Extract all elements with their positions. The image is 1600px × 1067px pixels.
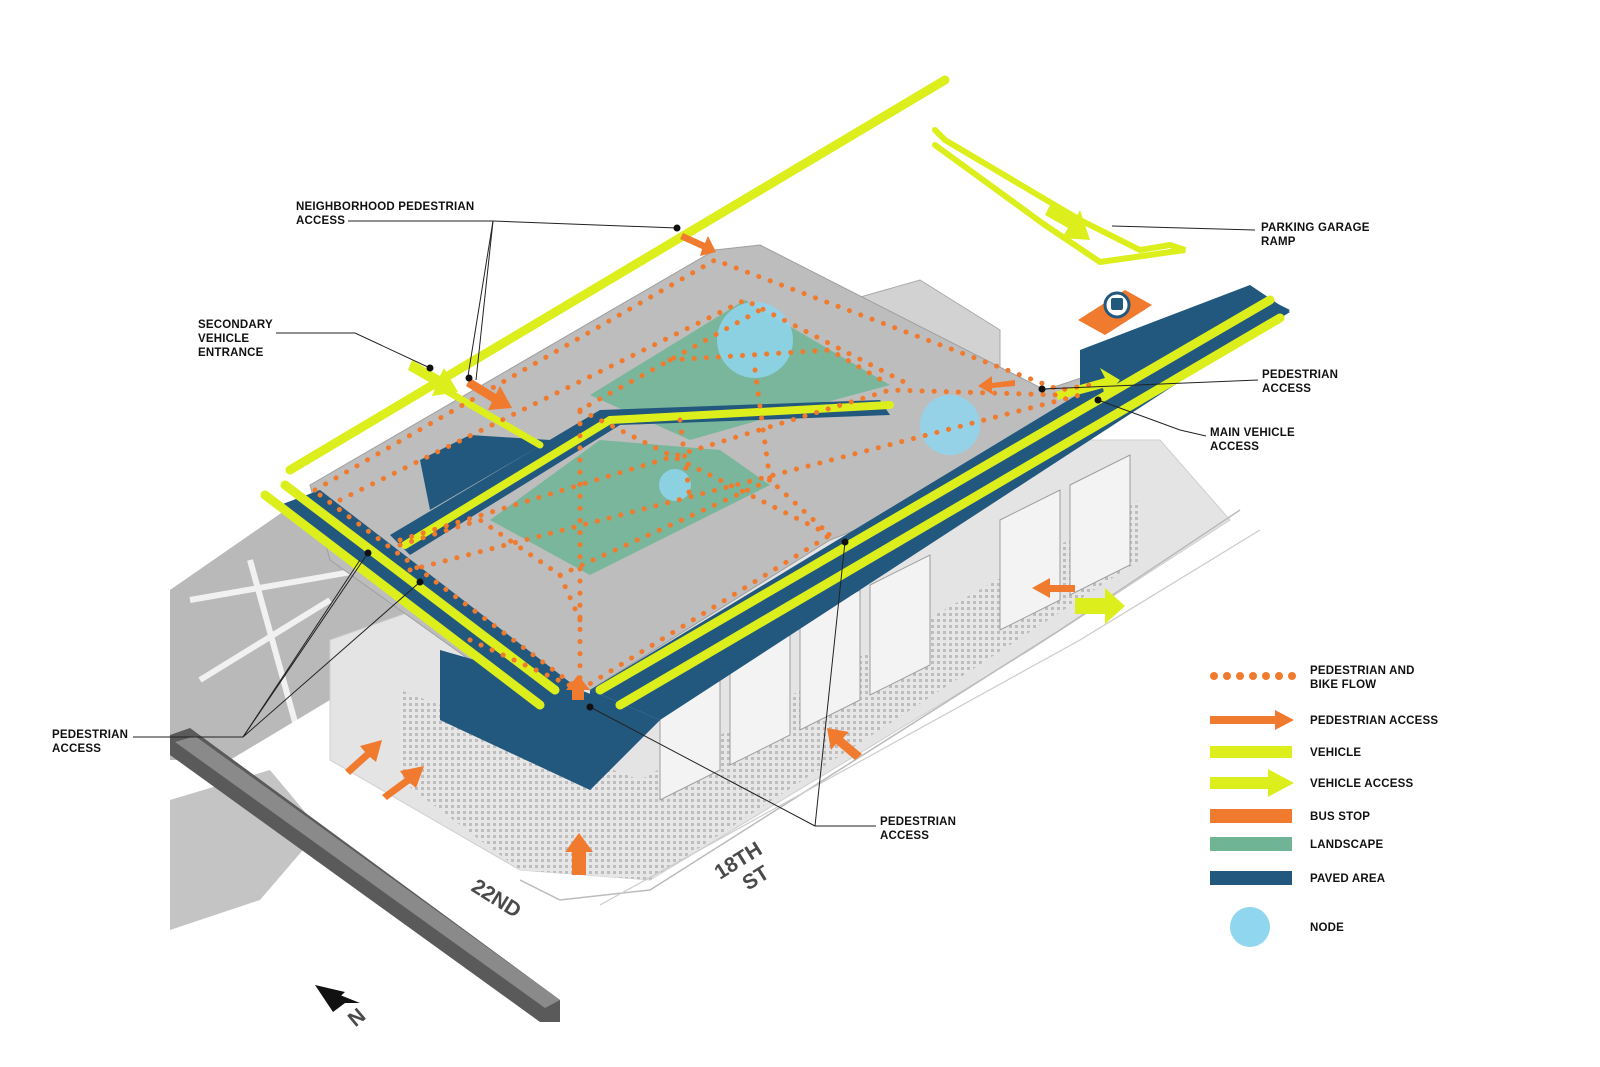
ped-access-arrow-sw-1 [345, 740, 382, 775]
paved-upper-left [420, 435, 550, 510]
vehicle-lane-center-2 [606, 401, 894, 424]
vehicle-lane-west-1 [260, 490, 545, 710]
callout-ped-access-bottom-label: PEDESTRIAN ACCESS [880, 816, 960, 842]
paved-corner [440, 650, 660, 790]
dotted-line-icon [1210, 672, 1296, 680]
node-circle-east [920, 395, 980, 455]
ped-access-arrow-east-side [1032, 578, 1075, 598]
yellow-arrow-icon [1210, 769, 1294, 797]
ped-flow-cross-1 [397, 387, 1063, 543]
vehicle-lane-upper-left [441, 386, 544, 449]
bus-stop [1078, 290, 1152, 335]
legend-label-paved: PAVED AREA [1310, 873, 1385, 885]
sidewalk-edge [519, 509, 1241, 901]
vehicle-access-arrow-secondary [408, 360, 458, 396]
blue-bar-icon [1210, 871, 1292, 885]
callout-parking-ramp: PARKING GARAGE RAMP [1111, 222, 1373, 248]
callout-main-vehicle-label: MAIN VEHICLE ACCESS [1210, 427, 1298, 453]
paved-areas [280, 285, 1290, 790]
green-bar-icon [1210, 837, 1292, 851]
callout-ped-access-right-label: PEDESTRIAN ACCESS [1262, 369, 1342, 395]
ped-flow-diagonal-1 [577, 407, 833, 538]
ped-flow-spine [577, 307, 763, 693]
legend-label-vehicle: VEHICLE [1310, 747, 1361, 759]
ped-access-arrow-corner [566, 675, 590, 700]
callout-ped-access-right: PEDESTRIAN ACCESS [1038, 369, 1342, 395]
legend-item-node: NODE [1230, 907, 1344, 947]
legend-item-landscape: LANDSCAPE [1210, 837, 1383, 851]
vehicle-lanes [260, 75, 1285, 710]
ped-flow-interior-1 [667, 347, 893, 388]
vehicle-lane-east-2 [615, 313, 1285, 710]
paved-west-road [280, 490, 580, 715]
legend-item-ped_access: PEDESTRIAN ACCESS [1210, 710, 1438, 730]
orange-bar-icon [1210, 809, 1292, 823]
legend-item-vehicle_access: VEHICLE ACCESS [1210, 769, 1413, 797]
legend-label-landscape: LANDSCAPE [1310, 839, 1383, 851]
callout-ped-access-left-label: PEDESTRIAN ACCESS [52, 729, 132, 755]
ped-access-arrow-se [827, 728, 862, 760]
landscape-area-south [490, 440, 770, 575]
ped-flow-interior-3 [677, 417, 693, 503]
vehicle-access-arrow-ramp [1045, 205, 1090, 240]
vehicle-lane-center-1 [401, 416, 614, 549]
vehicle-access-arrow-east [1075, 588, 1125, 624]
sidewalk-edge-2 [599, 529, 1261, 906]
north-arrow: N [315, 985, 370, 1031]
ped-flow-interior-2 [557, 477, 773, 578]
building-row [659, 454, 1131, 801]
parking-ramp-lane [932, 127, 1186, 266]
ped-access-arrow-sw-2 [382, 766, 424, 800]
ped-flow-west-loop [397, 517, 583, 623]
north-arrow-label: N [344, 1004, 370, 1031]
callout-ped-access-bottom: PEDESTRIAN ACCESS [586, 538, 960, 842]
legend-item-paved: PAVED AREA [1210, 871, 1385, 885]
vehicle-lane-west-2 [280, 480, 560, 695]
callout-secondary-vehicle-label: SECONDARY VEHICLE ENTRANCE [198, 319, 276, 359]
legend-label-vehicle_access: VEHICLE ACCESS [1310, 778, 1413, 790]
callout-parking-ramp-label: PARKING GARAGE RAMP [1261, 222, 1373, 248]
callout-secondary-vehicle: SECONDARY VEHICLE ENTRANCE [198, 319, 434, 372]
pedestrian-access-arrows [345, 233, 1075, 875]
ped-access-arrow-south [565, 833, 593, 875]
street-label-22nd: 22ND [467, 875, 525, 923]
vehicle-lane-east-1 [595, 295, 1275, 695]
ped-access-arrow-north [680, 233, 716, 256]
vehicle-lane-north-1 [285, 75, 950, 475]
callout-ped-access-left: PEDESTRIAN ACCESS [52, 549, 424, 755]
callout-neighborhood-ped: NEIGHBORHOOD PEDESTRIAN ACCESS [296, 201, 681, 382]
legend-label-ped_access: PEDESTRIAN ACCESS [1310, 715, 1438, 727]
legend-label-bus_stop: BUS STOP [1310, 811, 1370, 823]
ped-access-arrow-east [978, 376, 1015, 394]
callout-neighborhood-ped-label: NEIGHBORHOOD PEDESTRIAN ACCESS [296, 201, 478, 227]
legend-item-bus_stop: BUS STOP [1210, 809, 1370, 823]
legend-item-vehicle: VEHICLE [1210, 746, 1361, 759]
yellow-bar-icon [1210, 746, 1292, 758]
ped-flow-interior-4 [752, 367, 833, 538]
podium-front-face [400, 690, 650, 880]
rail-strip-top [175, 736, 560, 1008]
node-circle-north [717, 302, 793, 378]
node-circle-center [659, 469, 691, 501]
ped-access-arrow-neighborhood [466, 378, 512, 410]
paved-center-strip [390, 400, 890, 555]
blue-circle-icon [1230, 907, 1270, 947]
callout-main-vehicle: MAIN VEHICLE ACCESS [1094, 396, 1298, 453]
orange-arrow-icon [1210, 710, 1294, 730]
legend-label-node: NODE [1310, 922, 1344, 934]
vehicle-lane-north-2 [298, 88, 957, 482]
